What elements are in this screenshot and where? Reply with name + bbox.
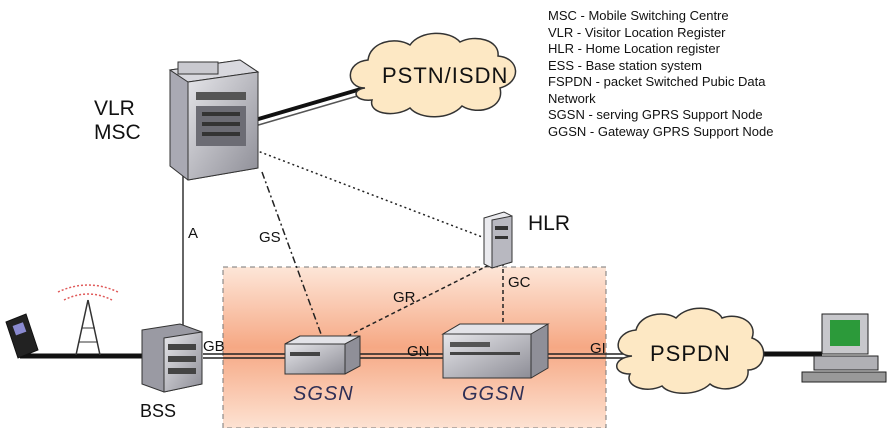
msc-label: MSC	[94, 121, 141, 144]
legend-item-pspdn: FSPDN - packet Switched Pubic Data	[548, 74, 766, 89]
ggsn-equipment	[441, 323, 550, 379]
ggsn-label: GGSN	[462, 383, 525, 405]
gr-interface-label: GR	[393, 289, 416, 306]
vlr-label: VLR	[94, 97, 135, 120]
legend-item-bss: ESS - Base station system	[548, 57, 702, 73]
gs-interface-label: GS	[259, 229, 281, 246]
pstn-isdn-cloud	[349, 32, 517, 118]
sgsn-label: SGSN	[293, 383, 354, 405]
gb-interface-label: GB	[203, 338, 225, 355]
legend-item-msc: MSC - Mobile Switching Centre	[548, 8, 729, 23]
gs-interface-line	[261, 171, 326, 346]
pspdn-cloud	[616, 307, 765, 394]
pstn-isdn-label: PSTN/ISDN	[382, 63, 509, 88]
pspdn-label: PSPDN	[650, 341, 731, 366]
gr-interface-line	[329, 261, 496, 346]
abbreviation-legend: MSC - Mobile Switching Centre VLR - Visi…	[548, 8, 773, 140]
legend-item-ggsn: GGSN - Gateway GPRS Support Node	[548, 123, 774, 139]
hlr-server	[483, 211, 513, 269]
legend-item-hlr: HLR - Home Location register	[548, 41, 720, 56]
gc-interface-label: GC	[508, 274, 531, 291]
computer-terminal-icon	[801, 313, 887, 383]
msc-vlr-equipment	[168, 59, 260, 181]
legend-item-pspdn-cont: Network	[548, 90, 596, 106]
gn-interface-label: GN	[407, 343, 430, 360]
mobile-phone-icon	[5, 313, 39, 359]
a-interface-label: A	[188, 225, 199, 242]
bss-equipment	[141, 323, 203, 393]
hlr-label: HLR	[528, 212, 571, 235]
antenna-tower-icon	[57, 284, 119, 356]
sgsn-equipment	[284, 335, 361, 375]
bss-label: BSS	[140, 401, 177, 421]
legend-item-vlr: VLR - Visitor Location Register	[548, 24, 726, 40]
gi-interface-label: GI	[590, 340, 606, 357]
legend-item-sgsn: SGSN - serving GPRS Support Node	[548, 107, 763, 122]
msc-hlr-link	[254, 149, 491, 241]
